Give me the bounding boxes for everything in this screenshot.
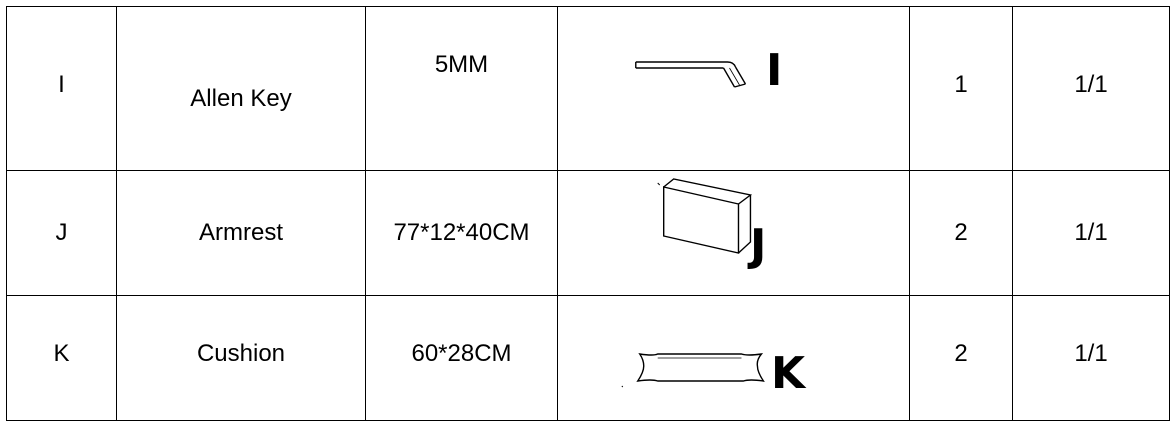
part-spec: 77*12*40CM bbox=[393, 219, 530, 246]
part-qty-cell: 1 bbox=[909, 6, 1013, 171]
part-qty-cell: 2 bbox=[909, 170, 1013, 296]
allen-key-drawing-icon bbox=[635, 61, 747, 88]
part-code-cell: J bbox=[6, 170, 117, 296]
cushion-drawing-icon bbox=[621, 353, 765, 388]
part-code-cell: I bbox=[6, 6, 117, 171]
part-spec-cell: 77*12*40CM bbox=[365, 170, 558, 296]
part-qty: 2 bbox=[954, 219, 968, 246]
drawing-label: I bbox=[766, 45, 783, 96]
part-code: K bbox=[53, 340, 70, 367]
part-spec: 60*28CM bbox=[411, 340, 512, 367]
part-box: 1/1 bbox=[1074, 340, 1108, 367]
drawing-label: J bbox=[750, 220, 767, 271]
part-name: Allen Key bbox=[190, 84, 292, 112]
part-box: 1/1 bbox=[1074, 219, 1108, 246]
part-drawing-cell: J bbox=[557, 170, 910, 296]
drawing-label: K bbox=[771, 348, 806, 399]
part-code-cell: K bbox=[6, 295, 117, 421]
part-name-cell: Cushion bbox=[116, 295, 366, 421]
part-spec: 5MM bbox=[434, 50, 489, 78]
part-drawing-cell: I bbox=[557, 6, 910, 171]
part-code: J bbox=[55, 219, 68, 246]
part-box-cell: 1/1 bbox=[1012, 295, 1170, 421]
part-spec-cell: 5MM bbox=[365, 6, 558, 171]
part-box-cell: 1/1 bbox=[1012, 6, 1170, 171]
part-drawing-cell: K bbox=[557, 295, 910, 421]
part-name-cell: Allen Key bbox=[116, 6, 366, 171]
part-box: 1/1 bbox=[1074, 70, 1108, 98]
part-code: I bbox=[58, 70, 65, 98]
part-box-cell: 1/1 bbox=[1012, 170, 1170, 296]
part-qty-cell: 2 bbox=[909, 295, 1013, 421]
armrest-block-drawing-icon bbox=[657, 178, 753, 254]
table-row: I Allen Key 5MM I bbox=[6, 6, 1170, 171]
table-row: K Cushion 60*28CM K 2 1/1 bbox=[6, 295, 1170, 421]
part-qty: 1 bbox=[954, 70, 968, 98]
parts-list-table: I Allen Key 5MM I bbox=[6, 6, 1170, 421]
table-row: J Armrest 77*12*40CM J bbox=[6, 170, 1170, 296]
part-name-cell: Armrest bbox=[116, 170, 366, 296]
part-qty: 2 bbox=[954, 340, 968, 367]
part-name: Armrest bbox=[199, 219, 283, 246]
part-name: Cushion bbox=[196, 340, 286, 367]
part-spec-cell: 60*28CM bbox=[365, 295, 558, 421]
